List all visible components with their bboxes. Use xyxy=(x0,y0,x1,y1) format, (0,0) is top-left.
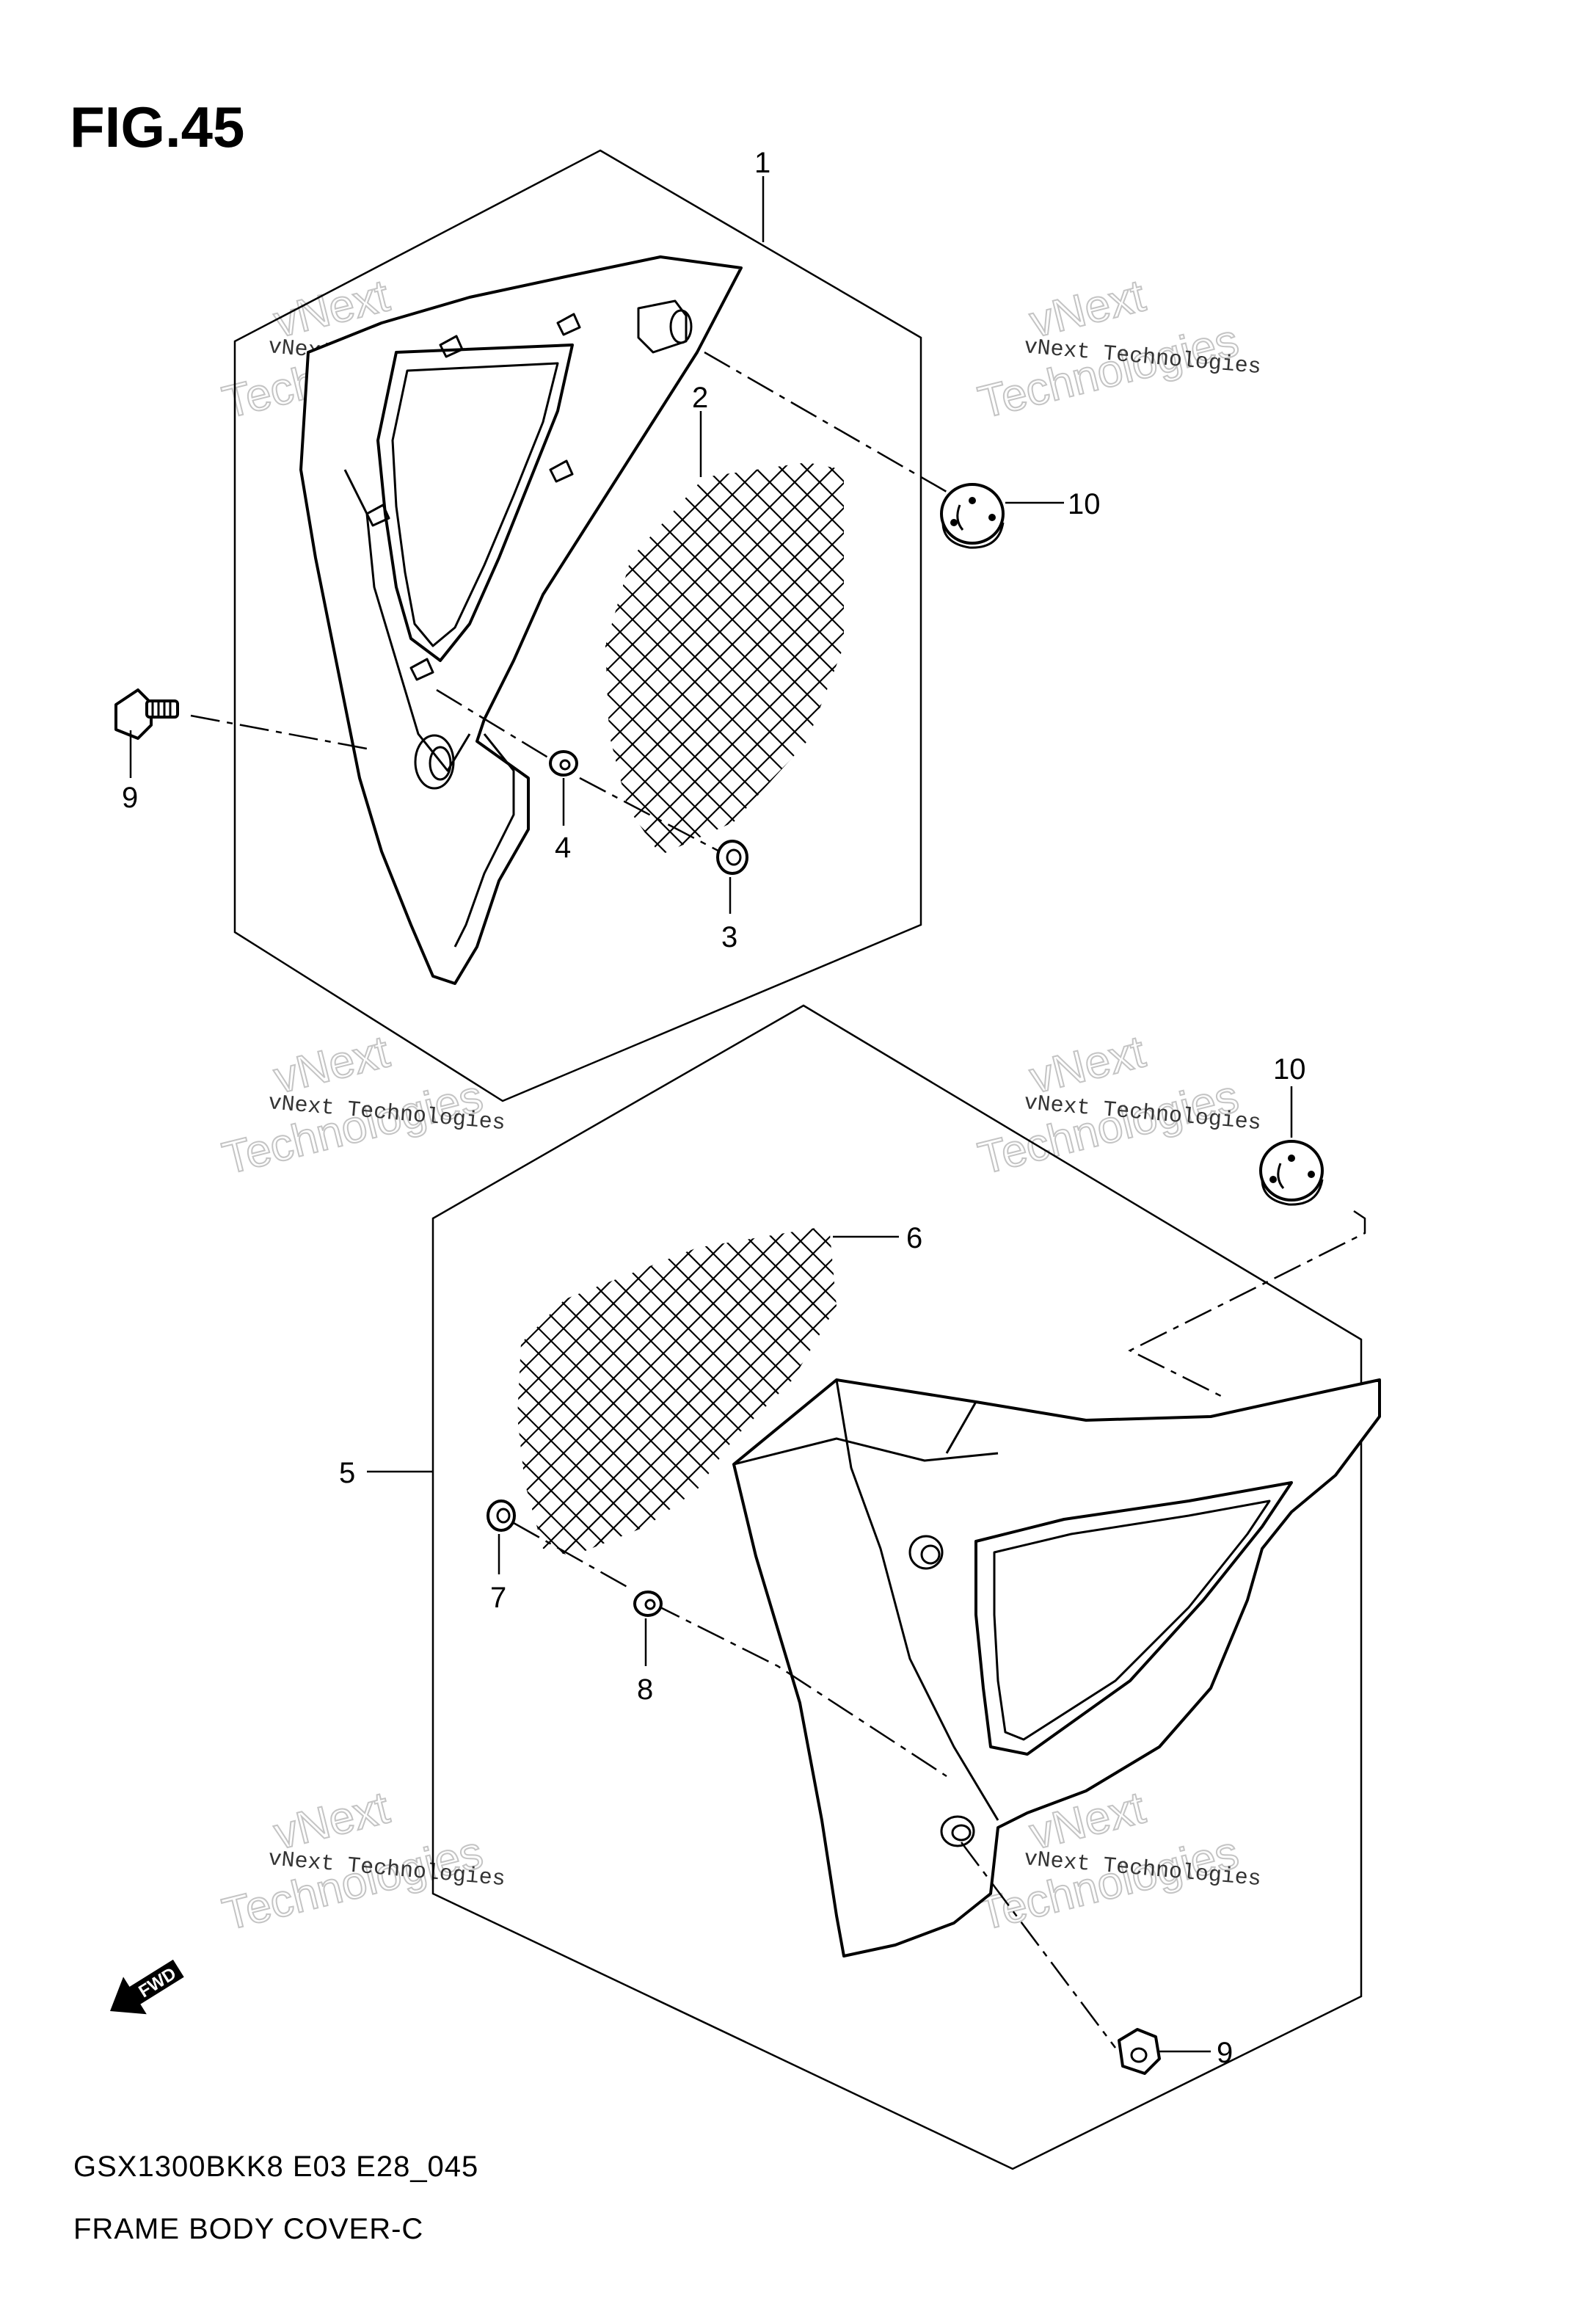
callout-6: 6 xyxy=(906,1222,922,1254)
watermark-2: vNext Technologies vNext Technologies xyxy=(973,269,1262,429)
section-name: FRAME BODY COVER-C xyxy=(73,2213,423,2245)
callout-5: 5 xyxy=(339,1457,355,1489)
bolt-9-lower xyxy=(1118,2028,1161,2075)
frame-cover-5-window xyxy=(974,1481,1293,1756)
callout-9-lower: 9 xyxy=(1217,2037,1233,2069)
callout-10-upper: 10 xyxy=(1068,488,1101,520)
figure-title: FIG.45 xyxy=(70,95,244,159)
callout-1: 1 xyxy=(754,147,770,179)
watermark-5: vNext Technologies vNext Technologies xyxy=(217,1781,506,1941)
dashed-line-8 xyxy=(652,1602,947,1778)
lower-assembly xyxy=(367,1004,1381,2170)
washer-4 xyxy=(549,750,578,777)
model-code: GSX1300BKK8 E03 E28_045 xyxy=(73,2151,478,2183)
frame-cover-1-window xyxy=(376,343,574,662)
dashed-line-9a xyxy=(190,714,368,750)
lower-assembly-frame xyxy=(431,1004,1363,2170)
bolt-9-upper xyxy=(114,688,179,740)
dashed-line-10b xyxy=(1128,1210,1366,1400)
washer-7 xyxy=(487,1499,516,1532)
upper-assembly xyxy=(114,149,1064,1102)
grommet-10-lower xyxy=(1259,1140,1324,1206)
callout-3: 3 xyxy=(721,921,737,953)
dashed-line-3 xyxy=(579,777,727,857)
callout-7: 7 xyxy=(490,1582,506,1614)
callout-9-upper: 9 xyxy=(122,782,138,814)
fwd-direction-arrow: FWD xyxy=(110,1959,184,2015)
grommet-10-upper xyxy=(940,483,1005,549)
dashed-line-9b xyxy=(961,1842,1116,2049)
callout-2: 2 xyxy=(692,382,708,414)
watermark-4: vNext Technologies vNext Technologies xyxy=(973,1025,1262,1185)
callout-8: 8 xyxy=(637,1673,653,1706)
upper-assembly-frame xyxy=(233,149,922,1102)
callout-10-lower: 10 xyxy=(1273,1053,1306,1086)
dashed-line-7 xyxy=(513,1522,632,1591)
watermark-3: vNext Technologies vNext Technologies xyxy=(217,1025,506,1185)
washer-8 xyxy=(633,1591,663,1617)
nut-3 xyxy=(716,840,748,875)
dashed-line-4 xyxy=(436,688,558,765)
callout-4: 4 xyxy=(555,832,571,864)
dashed-line-10a xyxy=(704,351,947,493)
